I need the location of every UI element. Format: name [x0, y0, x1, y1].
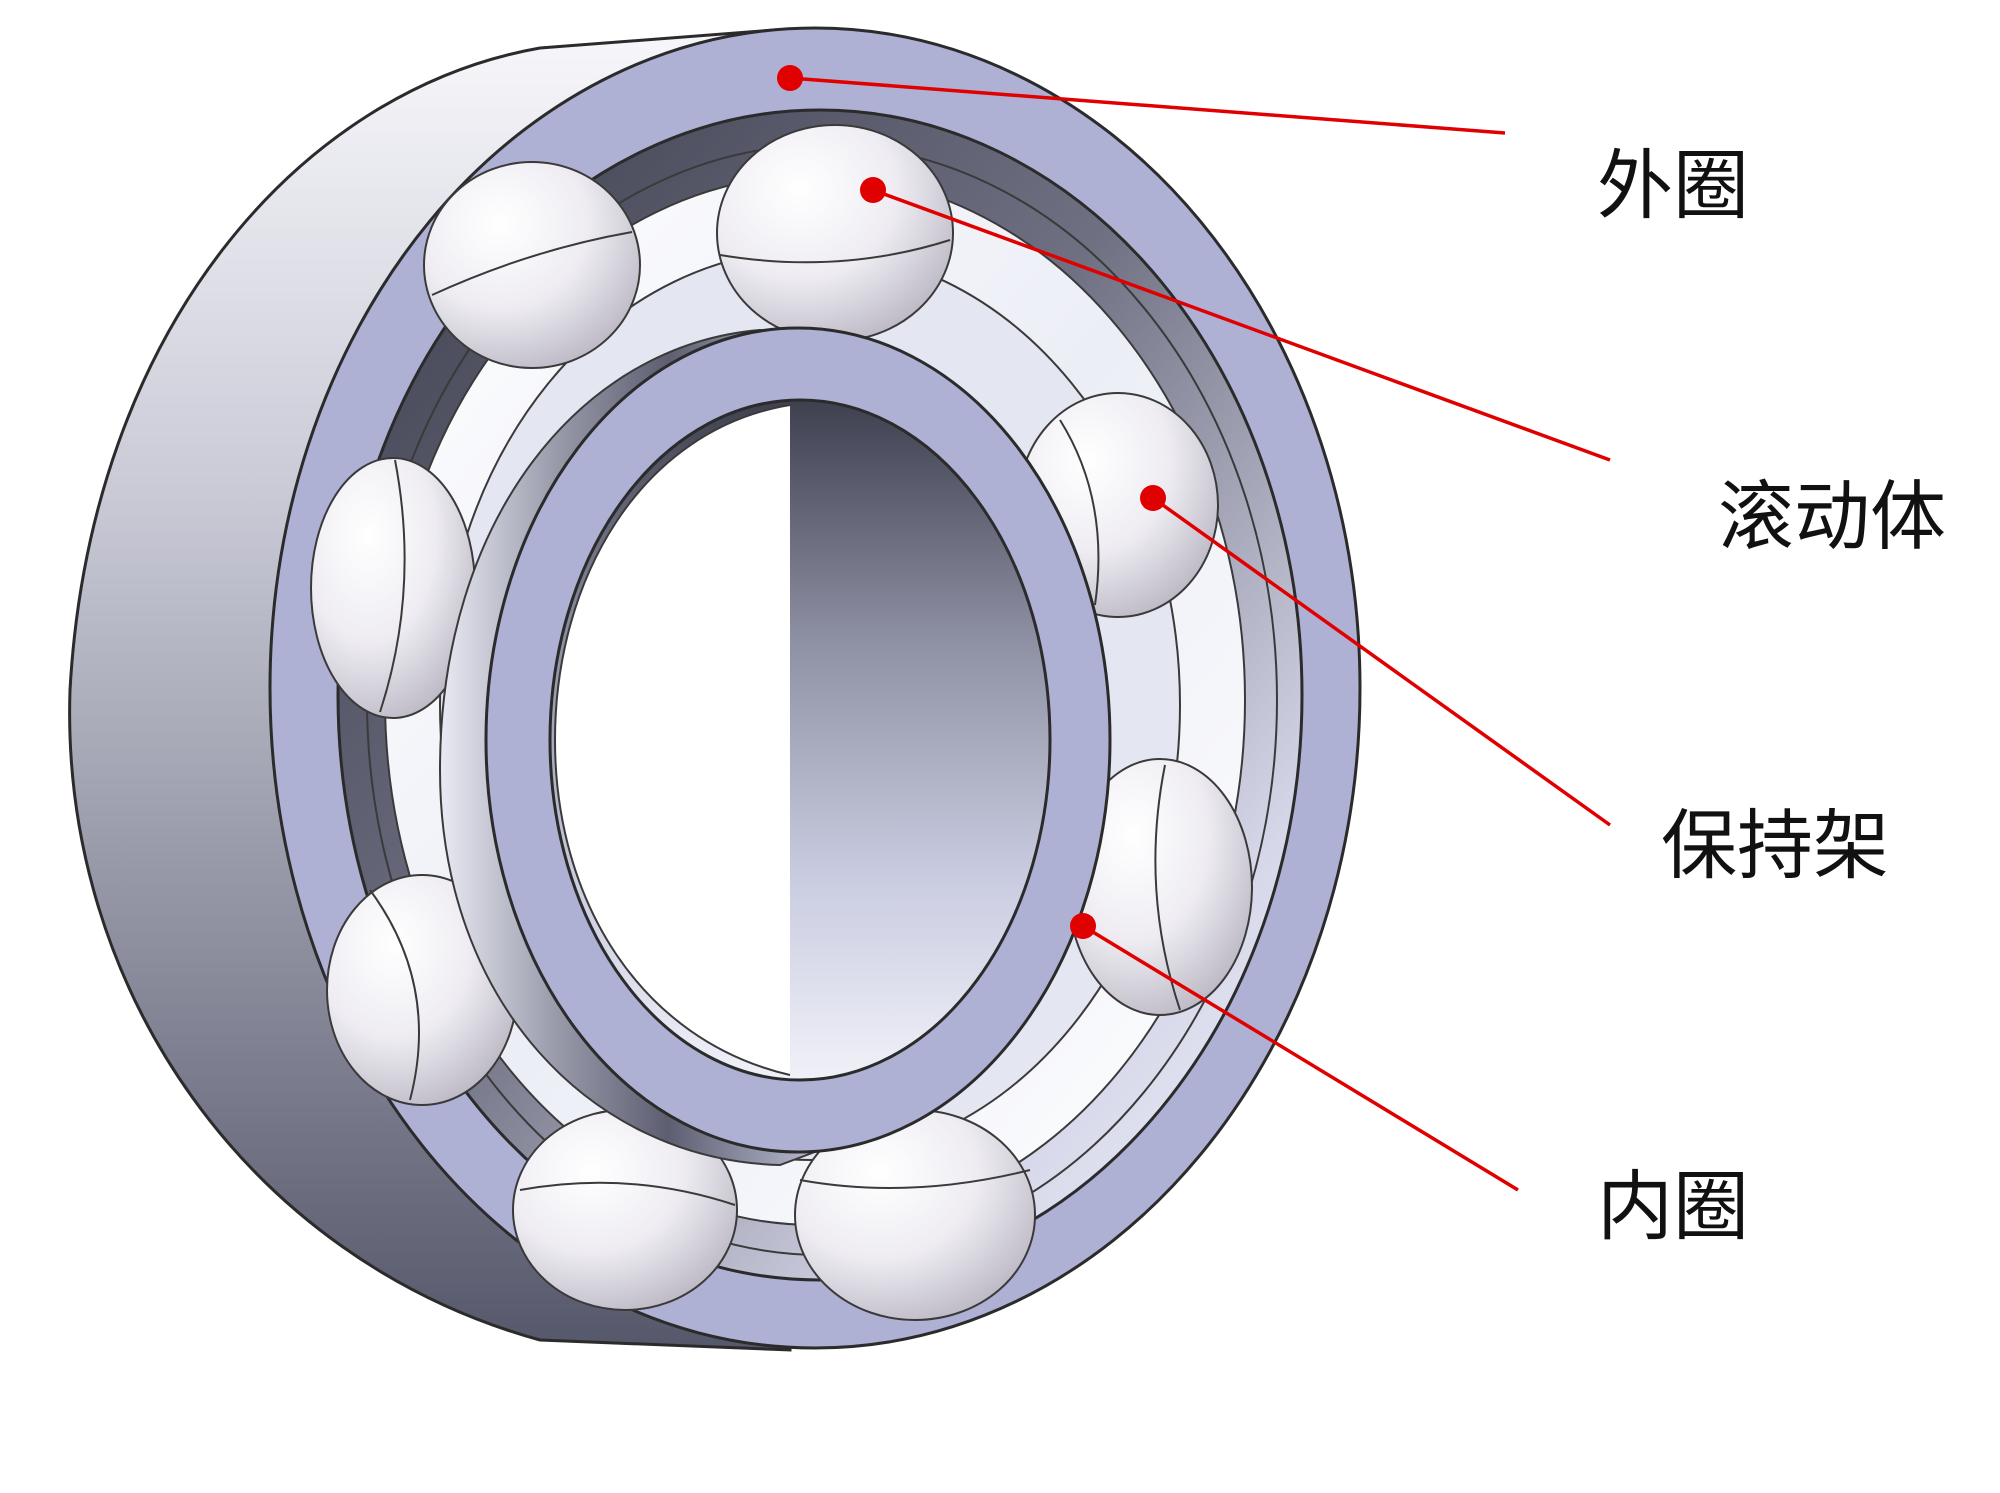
- cage-leader-dot: [1140, 485, 1166, 511]
- outer-ring-label: 外圈: [1597, 141, 1749, 230]
- ball: [512, 1109, 738, 1311]
- cage-leader-line: [1151, 496, 1612, 827]
- rolling-element-leader-dot: [860, 177, 886, 203]
- inner-ring-leader-dot: [1070, 913, 1096, 939]
- inner-ring: [438, 326, 1112, 1167]
- outer-ring-leader-dot: [777, 65, 803, 91]
- rolling-element-label: 滚动体: [1718, 472, 1946, 561]
- inner-ring-leader-line: [1082, 924, 1519, 1192]
- cage-label: 保持架: [1661, 801, 1889, 890]
- inner-ring-label: 内圈: [1597, 1162, 1749, 1251]
- leader-lines: [777, 65, 1612, 1192]
- inner-ring-bore-back-edge: [553, 404, 791, 1076]
- ball: [716, 124, 954, 342]
- outer-ring-leader-line: [789, 76, 1506, 135]
- rolling-element-leader-line: [872, 188, 1611, 462]
- ball: [423, 161, 641, 369]
